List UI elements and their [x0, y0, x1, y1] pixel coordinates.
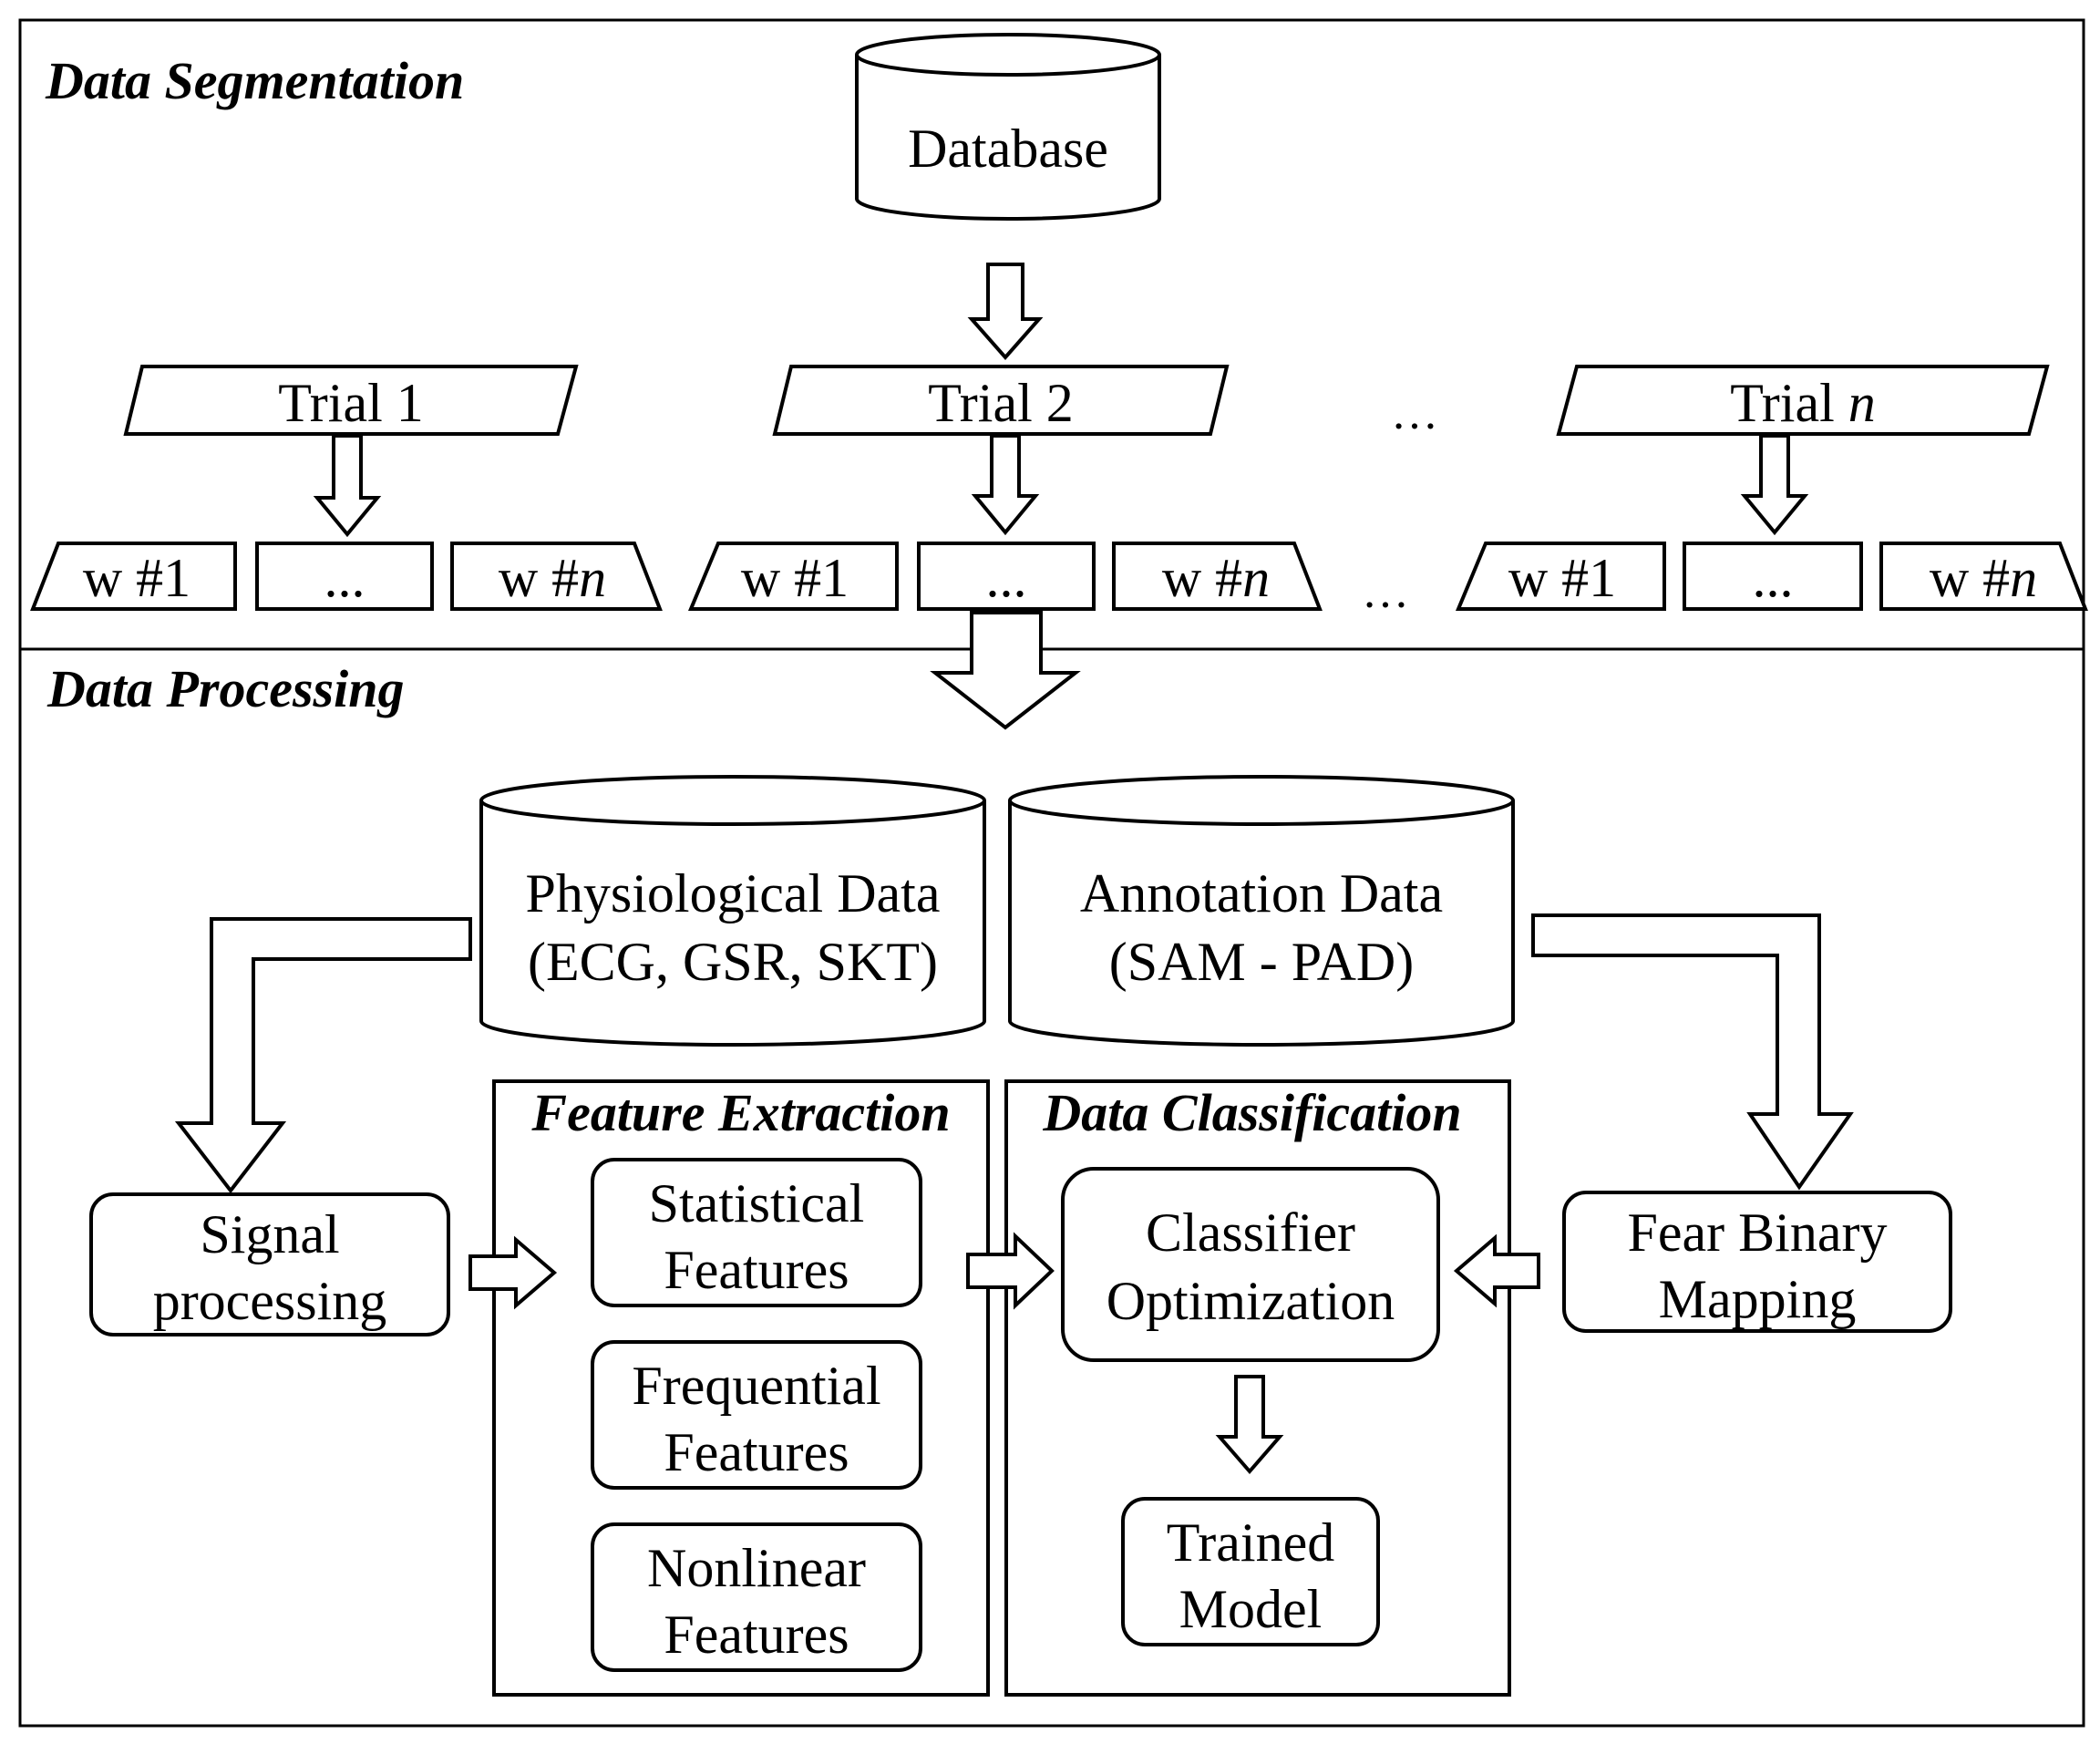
trained-model-box: Trained Model	[1121, 1497, 1380, 1646]
frequential-features-box: Frequential Features	[591, 1340, 922, 1490]
annotation-to-fear-arrow	[1531, 913, 1854, 1191]
svg-text:Trial 2: Trial 2	[928, 373, 1074, 433]
features-to-classifier-arrow	[966, 1232, 1055, 1310]
svg-text:w #1: w #1	[83, 548, 190, 608]
nonlinear-features-box: Nonlinear Features	[591, 1522, 922, 1672]
windows-ellipsis: …	[1362, 566, 1409, 618]
svg-text:...: ...	[986, 548, 1027, 608]
svg-text:...: ...	[1753, 548, 1794, 608]
annotation-data-cylinder: Annotation Data (SAM - PAD)	[1008, 775, 1515, 1047]
fear-binary-mapping-box: Fear Binary Mapping	[1562, 1191, 1952, 1333]
database-label: Database	[908, 119, 1108, 179]
svg-text:Model: Model	[1179, 1579, 1323, 1639]
trial-1: Trial 1	[123, 365, 579, 436]
svg-text:Frequential: Frequential	[632, 1356, 880, 1416]
database-cylinder: Database	[855, 33, 1161, 221]
svg-text:w #1: w #1	[1508, 548, 1616, 608]
svg-text:(ECG, GSR, SKT): (ECG, GSR, SKT)	[528, 932, 938, 992]
svg-text:(SAM - PAD): (SAM - PAD)	[1109, 932, 1415, 992]
signal-to-features-arrow	[468, 1235, 558, 1310]
svg-text:Classifier: Classifier	[1146, 1202, 1355, 1263]
svg-text:w #n: w #n	[499, 548, 606, 608]
svg-text:Optimization: Optimization	[1107, 1271, 1395, 1331]
svg-text:...: ...	[324, 548, 365, 608]
svg-text:Features: Features	[664, 1422, 849, 1482]
svg-text:Signal: Signal	[200, 1204, 339, 1264]
trial-n: Trial n	[1556, 365, 2050, 436]
svg-text:Fear Binary: Fear Binary	[1628, 1202, 1888, 1263]
physiological-to-signal-arrow	[174, 917, 472, 1194]
trial-n-to-windows-arrow	[1740, 434, 1809, 536]
svg-text:w #n: w #n	[1162, 548, 1270, 608]
signal-processing-box: Signal processing	[89, 1192, 450, 1336]
svg-text:Trained: Trained	[1167, 1512, 1334, 1573]
trial-1-to-windows-arrow	[313, 434, 382, 538]
svg-text:w #n: w #n	[1930, 548, 2037, 608]
classifier-to-model-arrow	[1215, 1375, 1284, 1475]
svg-text:Mapping: Mapping	[1659, 1269, 1857, 1329]
statistical-features-box: Statistical Features	[591, 1158, 922, 1307]
window-group-1: w #1 ... w #n	[30, 542, 663, 611]
classifier-optimization-box: Classifier Optimization	[1061, 1167, 1440, 1362]
fear-to-classifier-arrow	[1453, 1233, 1540, 1308]
trials-ellipsis: …	[1391, 387, 1438, 439]
processing-title: Data Processing	[46, 659, 405, 718]
svg-text:Trial 1: Trial 1	[278, 373, 424, 433]
svg-text:Features: Features	[664, 1605, 849, 1665]
svg-text:processing: processing	[153, 1271, 387, 1331]
svg-text:Statistical: Statistical	[649, 1173, 865, 1233]
svg-text:Nonlinear: Nonlinear	[647, 1538, 866, 1598]
svg-text:w #1: w #1	[741, 548, 849, 608]
window-group-2: w #1 ... w #n	[688, 542, 1323, 611]
trial-2: Trial 2	[772, 365, 1230, 436]
trial-2-to-windows-arrow	[971, 434, 1040, 536]
segmentation-to-processing-arrow	[930, 611, 1081, 730]
feature-extraction-title: Feature Extraction	[530, 1083, 950, 1142]
svg-text:Trial n: Trial n	[1730, 373, 1876, 433]
svg-text:Physiological Data: Physiological Data	[526, 863, 941, 924]
segmentation-title: Data Segmentation	[45, 51, 464, 110]
window-group-n: w #1 ... w #n	[1456, 542, 2088, 611]
svg-text:Features: Features	[664, 1240, 849, 1300]
physiological-data-cylinder: Physiological Data (ECG, GSR, SKT)	[479, 775, 986, 1047]
data-classification-title: Data Classification	[1042, 1083, 1461, 1142]
database-to-trial-arrow	[967, 263, 1044, 361]
svg-text:Annotation Data: Annotation Data	[1080, 863, 1443, 924]
